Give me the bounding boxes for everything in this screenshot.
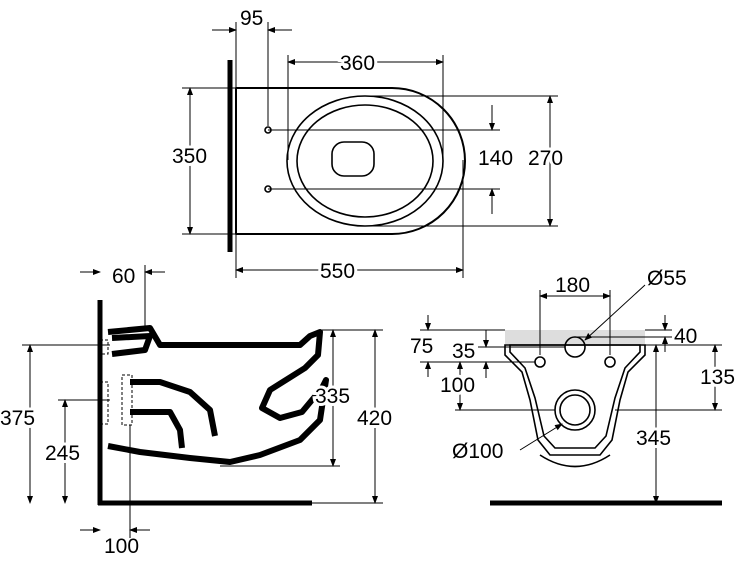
bowl-profile (107, 325, 329, 465)
dim-140: 140 (478, 147, 513, 170)
inlet-profile (111, 333, 153, 357)
toilet-outline (235, 87, 466, 235)
dim-75: 75 (410, 335, 433, 358)
dim-100-front: 100 (440, 374, 475, 397)
dim-180: 180 (555, 274, 590, 297)
trap-profile (130, 379, 218, 437)
dim-420: 420 (357, 407, 392, 430)
bowl-outer-rim (286, 95, 444, 227)
dim-35: 35 (452, 340, 475, 363)
dim-345: 345 (636, 427, 671, 450)
dim-550: 550 (320, 260, 355, 283)
dim-inlet-diameter: Ø55 (647, 267, 687, 290)
dim-245: 245 (45, 442, 80, 465)
dim-375: 375 (0, 407, 35, 430)
pan-inner (509, 344, 641, 449)
side-view: 60 375 245 335 420 100 (0, 265, 395, 558)
dim-60: 60 (112, 265, 135, 288)
dim-40: 40 (674, 325, 697, 348)
dim-335: 335 (315, 385, 350, 408)
dim-95: 95 (240, 7, 263, 30)
inlet-pipe (99, 339, 109, 355)
dim-270: 270 (528, 147, 563, 170)
trap-inner-profile (130, 409, 185, 449)
dim-100-bottom: 100 (104, 535, 139, 558)
dim-350: 350 (172, 145, 207, 168)
dim-waste-diameter: Ø100 (452, 440, 503, 463)
fixing-hole-icon (534, 356, 546, 368)
dim-135: 135 (700, 366, 735, 389)
top-view: 95 360 350 140 270 550 (169, 7, 566, 286)
waste-outlet-circle (554, 389, 596, 431)
pan-base (539, 454, 611, 468)
bowl-inner-rim (296, 104, 434, 218)
dim-360: 360 (340, 52, 375, 75)
pan-outline (504, 344, 646, 456)
fixing-hole-icon (604, 356, 616, 368)
waste-connector (121, 374, 133, 426)
waste-outlet-inner (559, 394, 591, 426)
bowl-drain (331, 141, 375, 177)
front-view: 180 Ø55 40 75 35 100 135 345 Ø100 (410, 267, 738, 506)
